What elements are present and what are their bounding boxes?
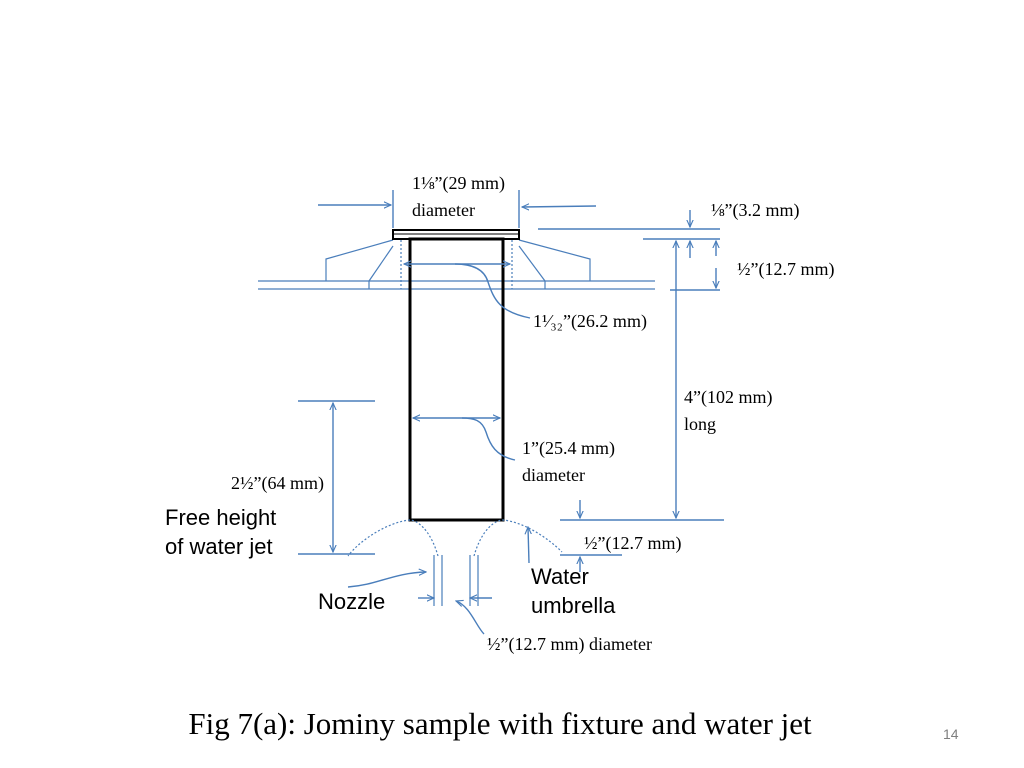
flange-thickness-label: ⅛”(3.2 mm) [711, 200, 800, 220]
water-umbrella-label-line1: Water [531, 564, 589, 589]
length-word: long [684, 414, 717, 434]
free-height-label-line1: Free height [165, 505, 277, 530]
jet-height-label: 2½”(64 mm) [231, 473, 324, 493]
top-diameter-label: 1⅛”(29 mm) [412, 173, 505, 193]
nozzle-diameter-leader [456, 601, 485, 635]
page-number: 14 [943, 726, 959, 742]
inner-diameter-label: 1¹⁄₃₂”(26.2 mm) [533, 311, 647, 331]
water-umbrella [347, 519, 563, 557]
fixture-depth-label: ½”(12.7 mm) [737, 259, 835, 279]
nozzle [433, 555, 479, 606]
free-height-label-line2: of water jet [165, 534, 273, 559]
nozzle-diameter-label: ½”(12.7 mm) diameter [487, 634, 652, 654]
gap-label: ½”(12.7 mm) [584, 533, 682, 553]
sample-diameter-leader [461, 417, 516, 461]
water-umbrella-label-line2: umbrella [531, 593, 616, 618]
nozzle-label: Nozzle [318, 589, 386, 614]
inner-diameter-leader [454, 263, 531, 319]
fixture-plate [258, 239, 655, 290]
water-umbrella-leader [528, 527, 529, 564]
sample-diameter-label: 1”(25.4 mm) [522, 438, 615, 458]
nozzle-leader [347, 572, 426, 588]
sample-diameter-word: diameter [522, 465, 585, 485]
top-diameter-arrow-right [522, 206, 597, 207]
length-label: 4”(102 mm) [684, 387, 773, 407]
sample-body [408, 237, 505, 522]
top-diameter-word: diameter [412, 200, 475, 220]
figure-caption: Fig 7(a): Jominy sample with fixture and… [188, 706, 812, 741]
